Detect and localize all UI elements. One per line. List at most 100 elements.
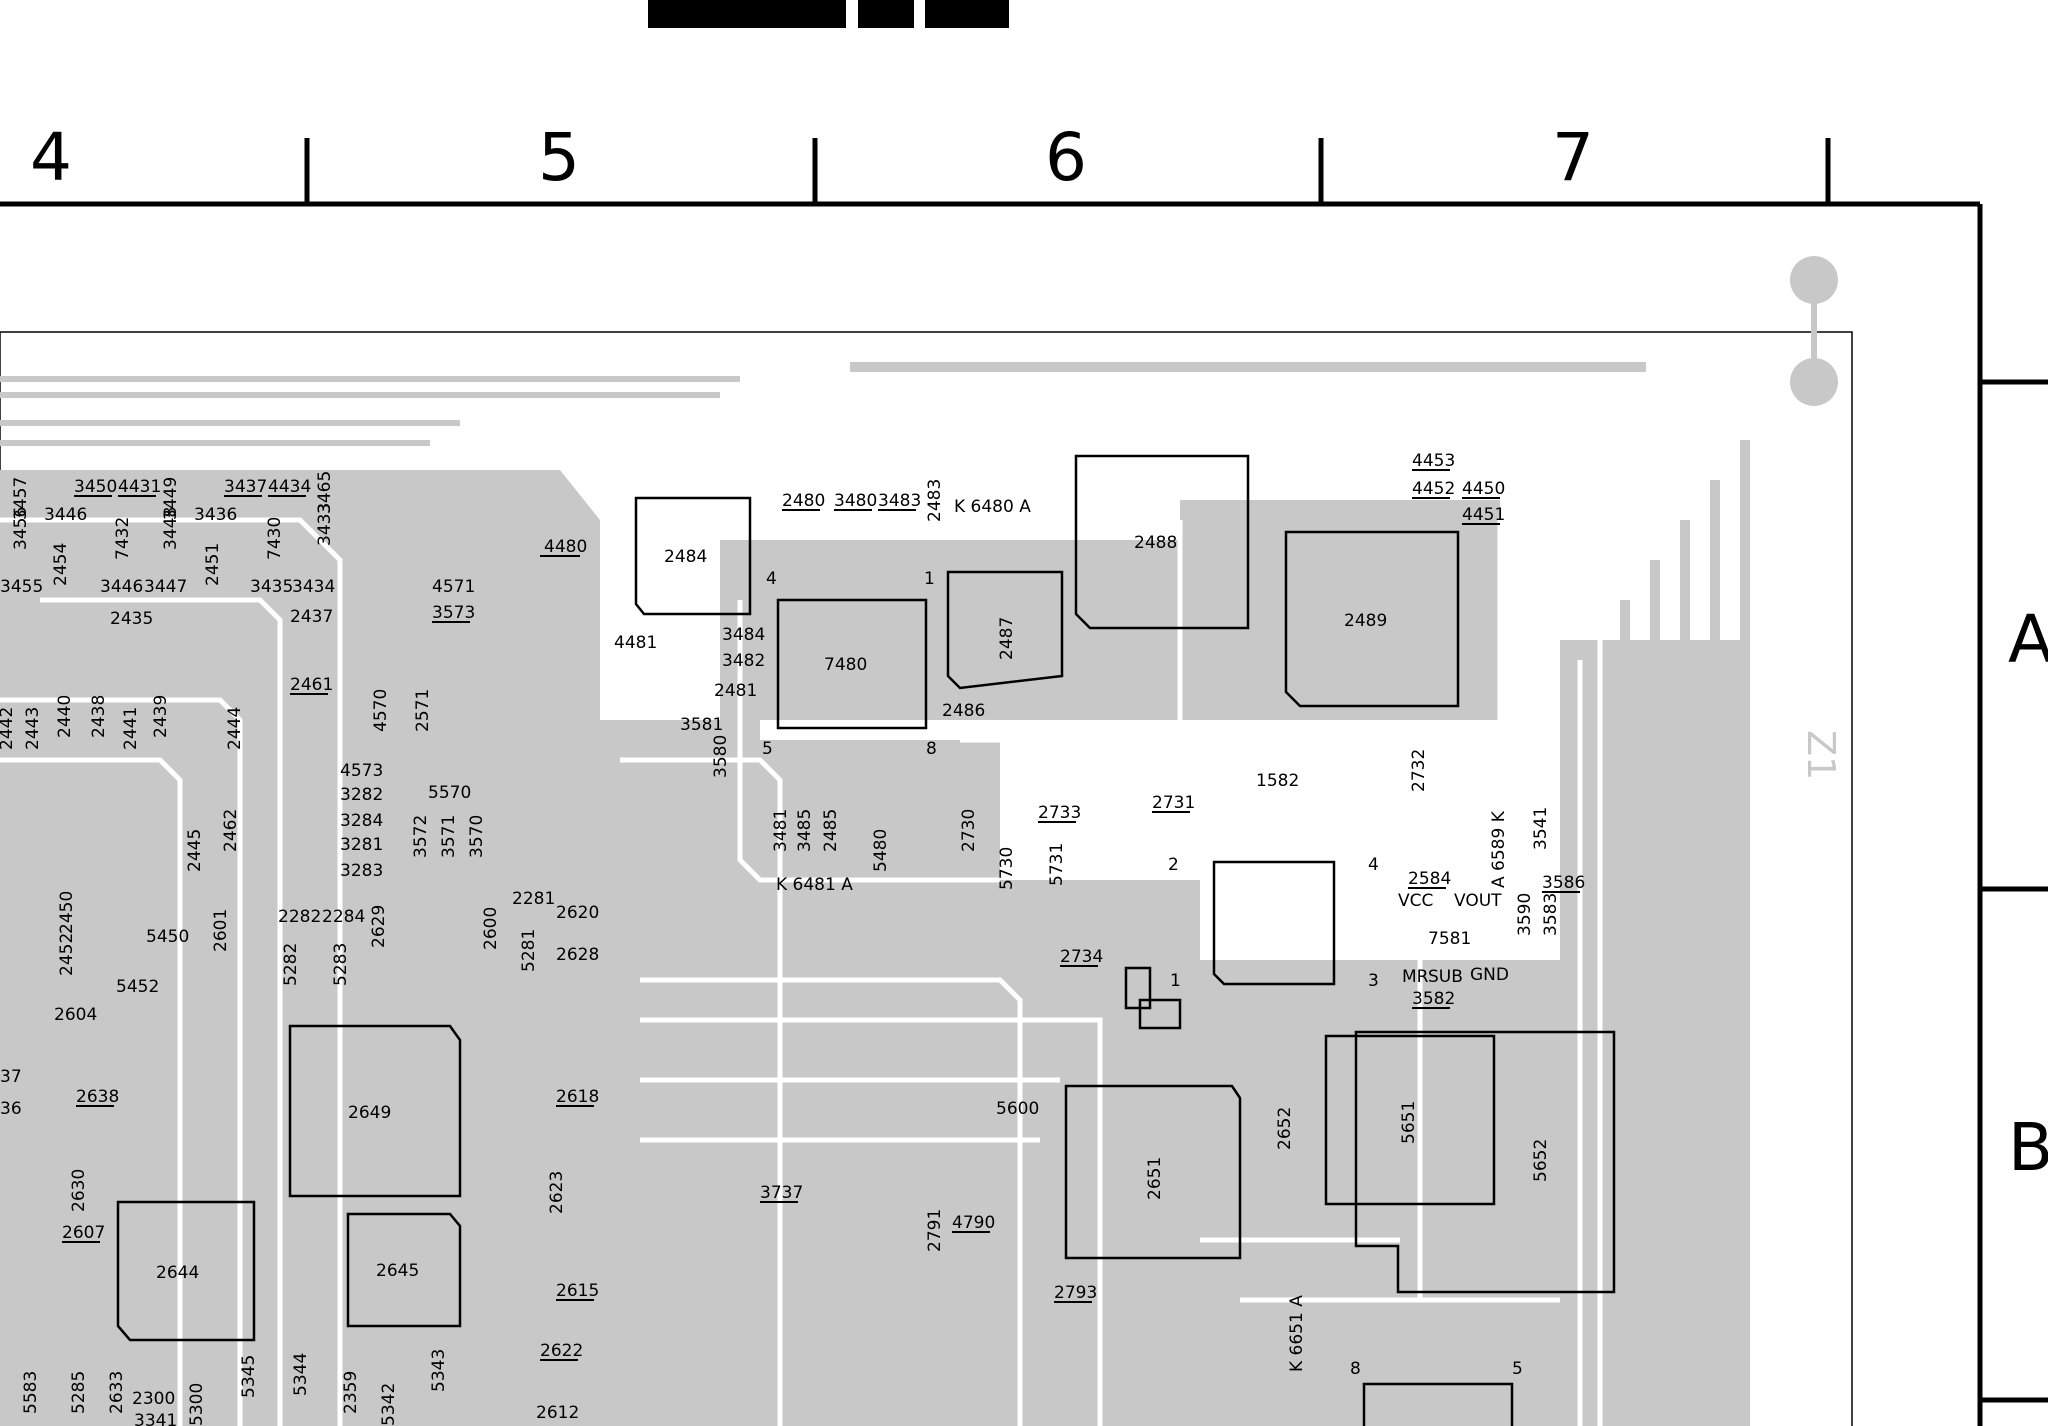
ref-label: 5344	[291, 1353, 311, 1396]
ref-label: 2791	[925, 1209, 945, 1252]
ref-label: 7432	[113, 517, 133, 560]
board-marking: Z1	[1799, 730, 1843, 780]
ref-label: 2604	[54, 1005, 97, 1025]
ref-label: 3435	[250, 577, 293, 597]
ref-label: 3570	[467, 815, 487, 858]
pin-7480-1: 1	[924, 569, 935, 589]
ref-7480: 7480	[824, 655, 867, 675]
ref-2488: 2488	[1134, 533, 1177, 553]
ref-label: 4453	[1412, 451, 1455, 471]
ref-2652: 2652	[1275, 1107, 1295, 1150]
ref-label: 2730	[959, 809, 979, 852]
ref-label: 3465	[315, 471, 335, 514]
ref-label: SUB	[1428, 967, 1463, 987]
ref-5652: 5652	[1531, 1139, 1551, 1182]
ref-2651: 2651	[1145, 1157, 1165, 1200]
ref-label: 2481	[714, 681, 757, 701]
ref-7581: 7581	[1428, 929, 1471, 949]
ref-label: 2601	[211, 909, 231, 952]
ref-2649: 2649	[348, 1103, 391, 1123]
ref-label: 3450	[74, 477, 117, 497]
ref-label: 3456	[11, 507, 31, 550]
ref-label: 2584	[1408, 869, 1451, 889]
ref-label: 3483	[878, 491, 921, 511]
ref-label: 2442	[0, 707, 17, 750]
row-ruler: A B	[1977, 204, 2048, 1426]
ref-label: 4573	[340, 761, 383, 781]
ref-label: 5342	[379, 1383, 399, 1426]
ref-label: 2441	[121, 707, 141, 750]
ref-label: 4452	[1412, 479, 1455, 499]
ref-label: 3571	[439, 815, 459, 858]
ref-label: 3455	[0, 577, 43, 597]
ref-label: 3590	[1515, 893, 1535, 936]
ref-label: 2793	[1054, 1283, 1097, 1303]
ref-label: K 6481 A	[776, 875, 853, 895]
ref-label: 3282	[340, 785, 383, 805]
ref-label: 2732	[1409, 749, 1429, 792]
ref-label: 2281	[512, 889, 555, 909]
ref-label: 2480	[782, 491, 825, 511]
ref-label: 2440	[55, 695, 75, 738]
ref-label: 2734	[1060, 947, 1103, 967]
ref-5600: 5600	[996, 1099, 1039, 1119]
ref-label: 4480	[544, 537, 587, 557]
ref-label: 3541	[1531, 807, 1551, 850]
ref-label: 3283	[340, 861, 383, 881]
trace-isolation	[0, 517, 1603, 1426]
ref-label: 3446	[44, 505, 87, 525]
ref-label: 2443	[23, 707, 43, 750]
column-label-5: 5	[538, 119, 580, 196]
ref-label: 2618	[556, 1087, 599, 1107]
pin-7480-5: 5	[762, 739, 773, 759]
ref-label: 3484	[722, 625, 765, 645]
ref-label: 36	[0, 1099, 22, 1119]
ref-label: 2628	[556, 945, 599, 965]
ref-label: 3448	[161, 507, 181, 550]
ref-5570: 5570	[428, 783, 471, 803]
pin-7480-8: 8	[926, 739, 937, 759]
pin-1582-2: 2	[1168, 855, 1179, 875]
title-block-3	[925, 0, 1009, 28]
ref-label: 3434	[292, 577, 335, 597]
row-label-b: B	[2008, 1109, 2048, 1186]
ref-2487: 2487	[997, 617, 1017, 660]
ref-label: 3437	[224, 477, 267, 497]
ref-label: 4790	[952, 1213, 995, 1233]
ref-label: 2435	[110, 609, 153, 629]
ref-label: 5343	[429, 1349, 449, 1392]
copper-layer	[0, 362, 1750, 1426]
ref-label: 2623	[547, 1171, 567, 1214]
ref-label: 2486	[942, 701, 985, 721]
ref-label: 3572	[411, 815, 431, 858]
ref-label: 2731	[1152, 793, 1195, 813]
ref-label: 2444	[225, 707, 245, 750]
ref-5281: 5281	[519, 929, 539, 972]
ref-label: 2638	[76, 1087, 119, 1107]
ref-label: 2445	[185, 829, 205, 872]
ref-label: 3447	[144, 577, 187, 597]
ref-label: 3583	[1541, 893, 1561, 936]
ref-label: 2454	[51, 543, 71, 586]
ref-label: 3481	[771, 809, 791, 852]
ref-label: 4451	[1462, 505, 1505, 525]
pin-1582-3: 3	[1368, 971, 1379, 991]
ref-2484: 2484	[664, 547, 707, 567]
ref-label: 2733	[1038, 803, 1081, 823]
ref-label: GND	[1470, 965, 1509, 985]
ref-label: 3485	[795, 809, 815, 852]
column-label-6: 6	[1045, 119, 1087, 196]
ref-label: 3433	[315, 503, 335, 546]
pin-markers: 1 2 3 4 4 1 5 8 8 5	[762, 569, 1523, 1379]
title-block-2	[858, 0, 914, 28]
ref-1582: 1582	[1256, 771, 1299, 791]
ref-label: 4434	[268, 477, 311, 497]
pin-1582-4: 4	[1368, 855, 1379, 875]
ref-label: VOUT	[1454, 891, 1502, 911]
ref-label: 2483	[925, 479, 945, 522]
ref-label: 5345	[239, 1355, 259, 1398]
ref-label: 3581	[680, 715, 723, 735]
ref-label: 2571	[413, 689, 433, 732]
ref-label: 3341	[134, 1411, 177, 1426]
